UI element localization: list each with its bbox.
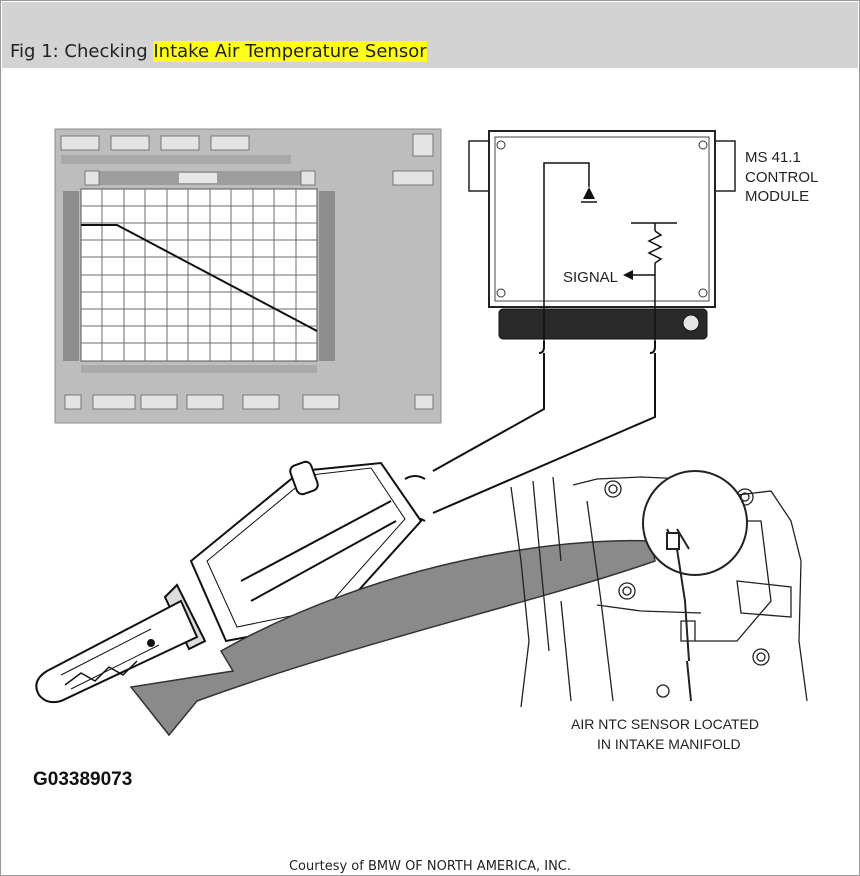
figure-title: Fig 1: Checking Intake Air Temperature S… [10,41,427,62]
sensor-caption-line: IN INTAKE MANIFOLD [597,736,741,752]
module-label: MS 41.1 CONTROL MODULE [745,149,818,205]
figure-title-prefix: Fig 1: Checking [10,41,154,62]
figure-code: G03389073 [33,769,133,790]
credit-text: Courtesy of BMW OF NORTH AMERICA, INC. [288,859,572,874]
sensor-caption-line: AIR NTC SENSOR LOCATED [571,716,759,732]
oscilloscope-display [54,128,442,424]
module-label-line: MODULE [745,188,809,205]
figure-title-highlight: Intake Air Temperature Sensor [153,41,427,62]
sensor-caption: AIR NTC SENSOR LOCATED IN INTAKE MANIFOL… [571,716,759,752]
sensor-wiring [404,341,656,522]
control-module: SIGNAL [468,130,736,341]
intake-manifold [510,470,808,708]
sensor-diagram: SIGNAL MS 41.1 CONTROL MODULE [35,128,818,752]
signal-label: SIGNAL [563,269,618,286]
module-label-line: CONTROL [745,169,818,186]
temperature-sensor [35,460,423,704]
figure-header [2,2,858,68]
module-label-line: MS 41.1 [745,149,801,166]
